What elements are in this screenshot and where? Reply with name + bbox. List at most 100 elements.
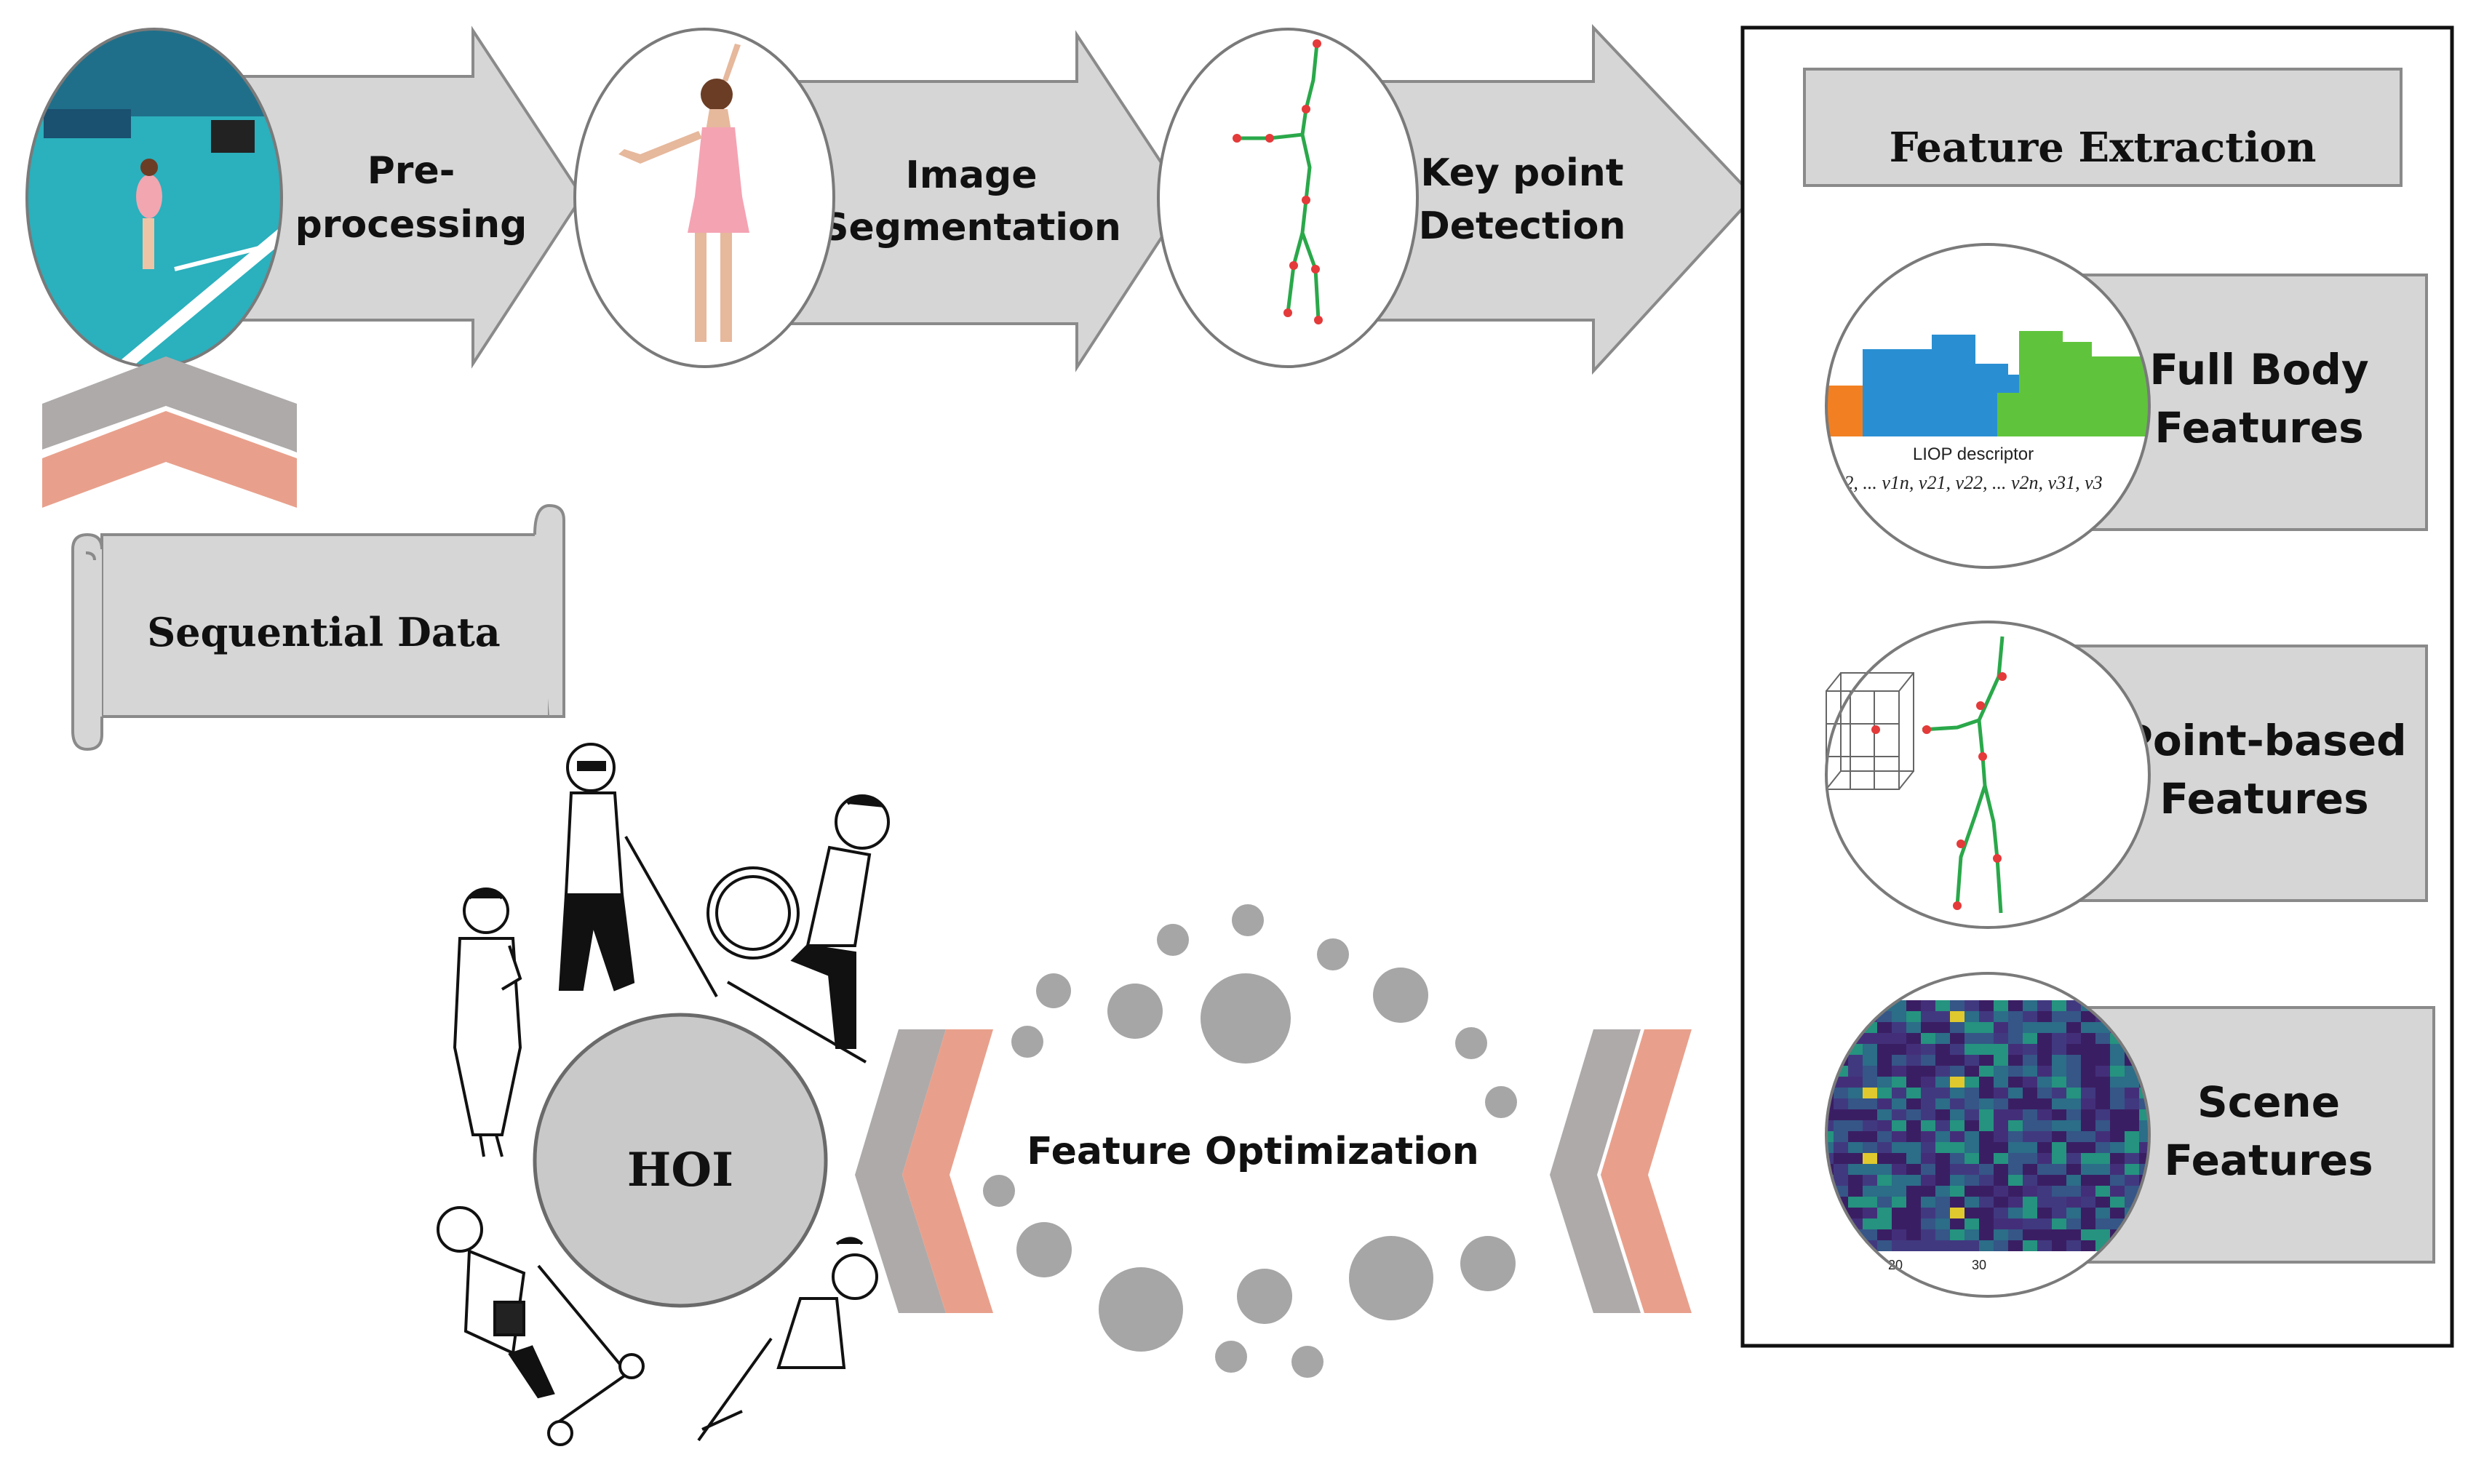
heatmap-cell xyxy=(2023,1240,2037,1251)
heatmap-cell xyxy=(1921,1186,1935,1197)
heatmap-cell xyxy=(2023,1033,2037,1044)
heatmap-cell xyxy=(1921,1153,1935,1164)
heatmap-cell xyxy=(1906,1208,1921,1218)
heatmap-cell xyxy=(1892,1208,1906,1218)
heatmap-cell xyxy=(2066,1142,2081,1153)
heatmap-cell xyxy=(1979,1098,1994,1109)
heatmap-cell xyxy=(2052,1011,2066,1022)
heatmap-cell xyxy=(1935,1022,1950,1033)
heatmap-cell xyxy=(1921,1175,1935,1186)
heatmap-cell xyxy=(1848,1088,1863,1098)
heatmap-cell xyxy=(1935,1000,1950,1011)
heatmap-cell xyxy=(1950,1033,1965,1044)
heatmap-cell xyxy=(2110,1077,2125,1088)
heatmap-cell xyxy=(1979,1109,1994,1120)
heatmap-cell xyxy=(2081,1044,2095,1055)
heatmap-cell xyxy=(2052,1044,2066,1055)
heatmap-cell xyxy=(1950,1022,1965,1033)
heatmap-cell xyxy=(1863,1109,1877,1120)
step-segmentation-label-1: Image xyxy=(905,153,1037,197)
point-based-features-label-1: Point-based xyxy=(2122,716,2406,765)
heatmap-cell xyxy=(1950,1197,1965,1208)
heatmap-cell xyxy=(2023,1153,2037,1164)
heatmap-cell xyxy=(1848,1208,1863,1218)
heatmap-cell xyxy=(2008,1175,2023,1186)
heatmap-cell xyxy=(1994,1131,2008,1142)
heatmap-cell xyxy=(1965,1186,1979,1197)
heatmap-cell xyxy=(1921,1077,1935,1088)
heatmap-cell xyxy=(1906,1066,1921,1077)
heatmap-cell xyxy=(1921,1033,1935,1044)
heatmap-cell xyxy=(2052,1153,2066,1164)
step-preprocessing-label-1: Pre- xyxy=(367,149,455,193)
heatmap-cell xyxy=(1877,1077,1892,1088)
heatmap-cell xyxy=(1892,1098,1906,1109)
heatmap-cell xyxy=(2008,1011,2023,1022)
heatmap-cell xyxy=(1979,1000,1994,1011)
heatmap-cell xyxy=(1877,1186,1892,1197)
heatmap-cell xyxy=(1965,1164,1979,1175)
heatmap-cell xyxy=(2066,1131,2081,1142)
heatmap-cell xyxy=(1848,1098,1863,1109)
heatmap-cell xyxy=(2081,1011,2095,1022)
heatmap-cell xyxy=(2008,1055,2023,1066)
heatmap-cell xyxy=(1965,1175,1979,1186)
heatmap-cell xyxy=(1921,1022,1935,1033)
heatmap-cell xyxy=(2066,1229,2081,1240)
heatmap-cell xyxy=(2037,1120,2052,1131)
heatmap-cell xyxy=(1921,1120,1935,1131)
heatmap-cell xyxy=(2081,1142,2095,1153)
heatmap-cell xyxy=(1877,1098,1892,1109)
heatmap-cell xyxy=(1965,1120,1979,1131)
heatmap-cell xyxy=(2081,1164,2095,1175)
heatmap-cell xyxy=(1965,1218,1979,1229)
heatmap-cell xyxy=(2081,1153,2095,1164)
heatmap-cell xyxy=(2052,1077,2066,1088)
heatmap-cell xyxy=(2110,1088,2125,1098)
heatmap-cell xyxy=(2110,1142,2125,1153)
heatmap-cell xyxy=(2066,1088,2081,1098)
heatmap-cell xyxy=(1892,1120,1906,1131)
heatmap-cell xyxy=(1965,1088,1979,1098)
heatmap-cell xyxy=(1834,1088,1848,1098)
heatmap-cell xyxy=(2037,1066,2052,1077)
heatmap-cell xyxy=(2081,1218,2095,1229)
heatmap-cell xyxy=(1950,1098,1965,1109)
heatmap-cell xyxy=(1892,1109,1906,1120)
heatmap-cell xyxy=(1863,1098,1877,1109)
heatmap-cell xyxy=(1906,1240,1921,1251)
heatmap-cell xyxy=(2110,1186,2125,1197)
heatmap-cell xyxy=(2023,1088,2037,1098)
heatmap-cell xyxy=(1935,1186,1950,1197)
heatmap-cell xyxy=(1994,1218,2008,1229)
heatmap-cell xyxy=(2008,1000,2023,1011)
heatmap-cell xyxy=(1906,1218,1921,1229)
heatmap-cell xyxy=(1892,1164,1906,1175)
heatmap-cell xyxy=(2081,1109,2095,1120)
heatmap-cell xyxy=(2023,1109,2037,1120)
heatmap-cell xyxy=(1892,1066,1906,1077)
heatmap-cell xyxy=(1834,1120,1848,1131)
heatmap-cell xyxy=(1950,1142,1965,1153)
heatmap-cell xyxy=(2037,1186,2052,1197)
heatmap-cell xyxy=(1921,1088,1935,1098)
heatmap-cell xyxy=(2008,1240,2023,1251)
heatmap-cell xyxy=(1965,1000,1979,1011)
heatmap-cell xyxy=(1921,1142,1935,1153)
heatmap-cell xyxy=(1892,1088,1906,1098)
heatmap-cell xyxy=(1950,1229,1965,1240)
heatmap-cell xyxy=(1892,1033,1906,1044)
heatmap-cell xyxy=(1994,1142,2008,1153)
heatmap-cell xyxy=(1935,1088,1950,1098)
heatmap-cell xyxy=(1979,1240,1994,1251)
heatmap-cell xyxy=(1979,1077,1994,1088)
heatmap-cell xyxy=(2008,1109,2023,1120)
heatmap-cell xyxy=(1863,1197,1877,1208)
heatmap-cell xyxy=(2008,1131,2023,1142)
heatmap-cell xyxy=(2023,1022,2037,1033)
heatmap-cell xyxy=(1994,1022,2008,1033)
heatmap-cell xyxy=(1965,1208,1979,1218)
heatmap-cell xyxy=(2110,1098,2125,1109)
heatmap-cell xyxy=(2125,1098,2139,1109)
heatmap-cell xyxy=(1877,1120,1892,1131)
